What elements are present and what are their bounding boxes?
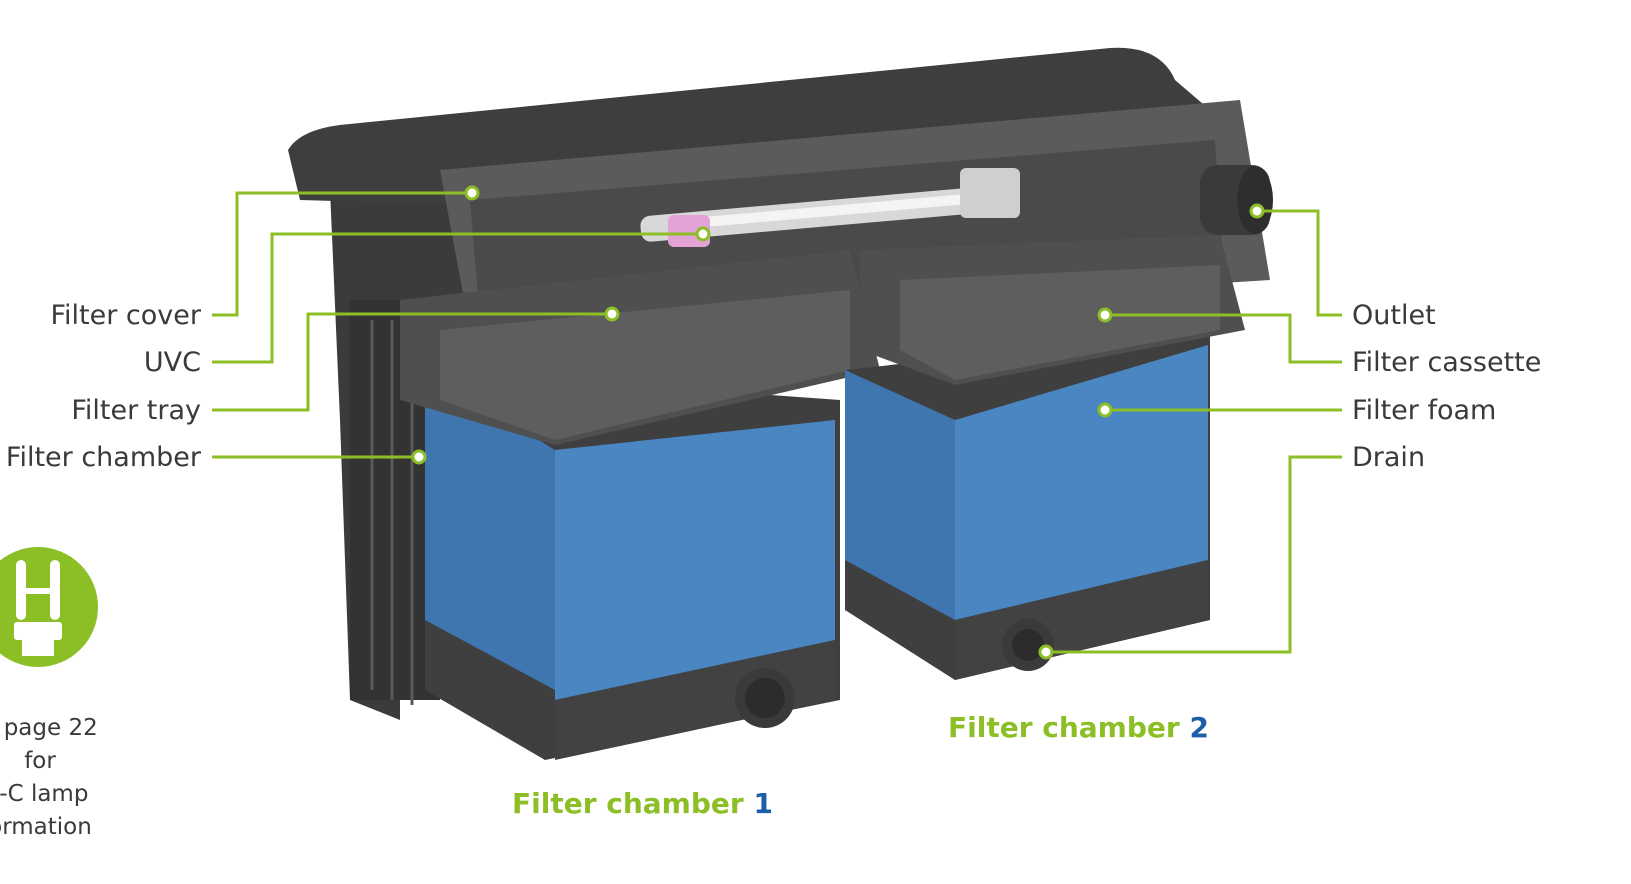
note-line: for [24,748,56,774]
callout-dot-filter-cover [464,185,480,201]
label-filter-chamber: Filter chamber [5,442,201,473]
callout-dot-outlet [1249,203,1265,219]
uvc-lamp-shape [640,168,1020,247]
callout-dot-filter-tray [604,306,620,322]
caption-number: 2 [1189,711,1209,744]
callout-dot-drain [1038,644,1054,660]
callout-line-filter-tray [212,312,612,412]
note-line: /-C lamp [0,781,89,807]
caption-filter-chamber-1: Filter chamber 1 [512,790,773,818]
callout-line-outlet [1257,209,1342,317]
label-uvc: UVC [143,347,201,378]
label-filter-cassette: Filter cassette [1352,347,1542,378]
callout-line-filter-cover [212,191,472,317]
filter-chamber-1-shape [400,250,880,760]
uv-lamp-icon [0,547,98,667]
label-filter-tray: Filter tray [71,395,201,426]
label-outlet: Outlet [1352,300,1436,331]
caption-filter-chamber-2: Filter chamber 2 [948,714,1209,742]
label-filter-foam: Filter foam [1352,395,1497,426]
filter-chamber-2-shape [845,235,1245,680]
label-drain: Drain [1352,442,1426,473]
label-filter-cover: Filter cover [50,300,201,331]
note-line: e page 22 [0,715,98,741]
caption-text: Filter chamber [512,787,744,820]
callout-dot-filter-foam [1097,402,1113,418]
uvc-lamp-note: e page 22 for /-C lamp ormation [0,712,110,844]
caption-text: Filter chamber [948,711,1180,744]
callout-dot-filter-chamber [411,449,427,465]
callout-dot-filter-cassette [1097,307,1113,323]
note-line: ormation [0,814,92,840]
callout-line-drain [1046,455,1342,654]
callout-dot-uvc [695,226,711,242]
callout-line-filter-cassette [1105,313,1342,364]
caption-number: 1 [753,787,773,820]
callout-line-uvc [212,232,703,364]
outlet-shape [1200,165,1273,235]
